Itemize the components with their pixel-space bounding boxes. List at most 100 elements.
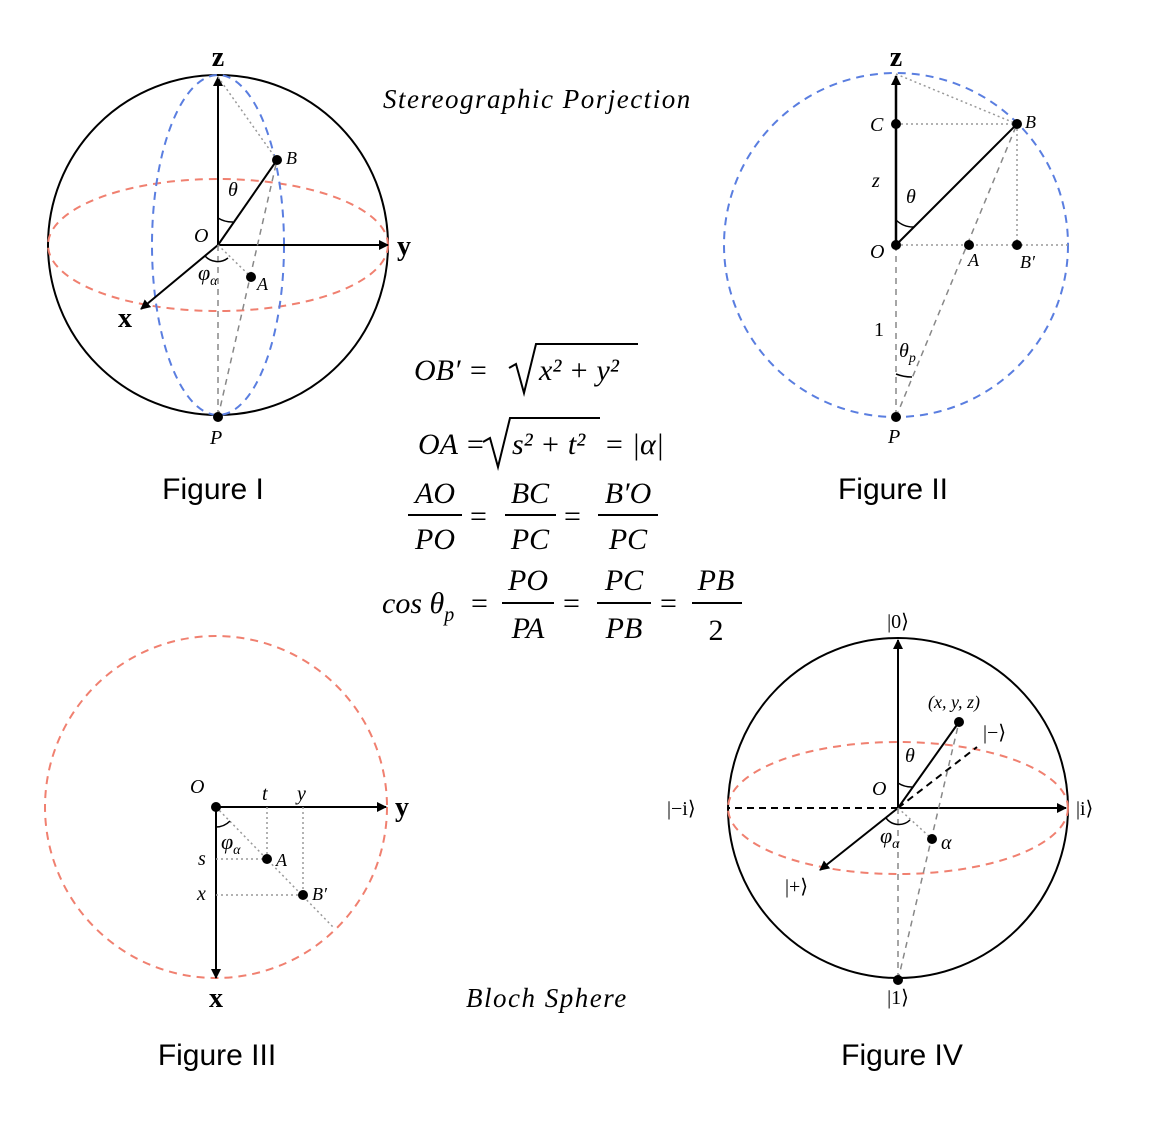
eq4-den-2: PB bbox=[605, 612, 643, 645]
fig4-projection-line bbox=[897, 721, 960, 981]
fig2-ob-line bbox=[895, 123, 1018, 246]
eq2-radical-sign bbox=[482, 417, 600, 471]
fig4-state-vector bbox=[897, 721, 960, 809]
eq1-radicand: x² + y² bbox=[538, 354, 620, 387]
fig2-theta-arc bbox=[895, 219, 915, 228]
fig3-o-label: O bbox=[190, 776, 204, 798]
fig2-point-b-prime bbox=[1012, 240, 1022, 250]
figure-1-caption: Figure I bbox=[162, 473, 264, 506]
eq4-eq-0: = bbox=[471, 587, 488, 620]
eq4-eq-1: = bbox=[563, 587, 580, 620]
fig4-ket1-label: |1⟩ bbox=[887, 987, 909, 1009]
equation-ratios: AO PO = BC PC = B′O PC bbox=[408, 477, 658, 556]
fig3-phi-arc bbox=[215, 820, 231, 828]
fig1-p-label: P bbox=[209, 427, 222, 449]
figure-3-caption: Figure III bbox=[158, 1039, 276, 1072]
fig4-theta-arc bbox=[897, 782, 913, 788]
fig1-point-p bbox=[213, 412, 223, 422]
eq3-num-1: AO bbox=[413, 477, 455, 510]
fig3-x-axis-label: x bbox=[209, 983, 223, 1014]
eq3-den-2: PC bbox=[510, 523, 550, 556]
eq1-radical-sign bbox=[508, 343, 638, 397]
fig4-point-south bbox=[893, 975, 903, 985]
fig3-b-prime-label: B′ bbox=[312, 884, 328, 904]
fig2-c-label: C bbox=[870, 114, 884, 136]
fig3-y-axis-label: y bbox=[395, 792, 409, 823]
fig4-theta-label: θ bbox=[905, 745, 915, 767]
fig2-point-b bbox=[1012, 119, 1022, 129]
fig1-pb-line bbox=[217, 159, 278, 418]
fig3-point-o bbox=[211, 802, 221, 812]
eq2-lhs: OA = bbox=[418, 428, 485, 461]
bloch-sphere-title: Bloch Sphere bbox=[466, 983, 628, 1013]
fig1-theta-label: θ bbox=[228, 179, 238, 201]
fig2-theta-label: θ bbox=[906, 186, 916, 208]
fig4-plus-axis bbox=[819, 807, 899, 871]
fig4-xyz-label: (x, y, z) bbox=[928, 692, 980, 713]
fig2-b-prime-label: B′ bbox=[1020, 252, 1036, 272]
figure-2-caption: Figure II bbox=[838, 473, 948, 506]
eq2-rhs: = |α| bbox=[604, 428, 664, 461]
fig1-ob-line bbox=[217, 159, 278, 246]
fig3-s-label: s bbox=[198, 848, 206, 870]
eq2-radicand: s² + t² bbox=[512, 428, 586, 461]
fig2-z-length-label: z bbox=[871, 170, 880, 192]
fig3-t-label: t bbox=[262, 783, 268, 805]
fig3-point-a bbox=[262, 854, 272, 864]
fig1-z-label: z bbox=[212, 42, 224, 73]
eq4-num-2: PC bbox=[604, 564, 644, 597]
fig2-point-o bbox=[891, 240, 901, 250]
equations-block: OB′ = x² + y² OA = s² + t² = |α| AO PO =… bbox=[382, 343, 742, 647]
fig1-theta-arc bbox=[217, 217, 234, 223]
fig3-x-tick-label: x bbox=[196, 883, 206, 905]
fig2-top-b-guide bbox=[895, 73, 1018, 125]
eq3-num-2: BC bbox=[511, 477, 550, 510]
fig3-point-b-prime bbox=[298, 890, 308, 900]
fig2-p-label: P bbox=[887, 426, 900, 448]
eq3-den-3: PC bbox=[608, 523, 648, 556]
fig4-point-alpha bbox=[927, 834, 937, 844]
fig4-phi-label: φα bbox=[880, 823, 900, 852]
fig2-z-axis-label: z bbox=[890, 42, 902, 73]
eq4-num-1: PO bbox=[507, 564, 548, 597]
fig1-point-b bbox=[272, 155, 282, 165]
fig2-one-label: 1 bbox=[874, 319, 884, 341]
fig4-o-label: O bbox=[872, 778, 886, 800]
fig4-ket-minus-i-label: |−i⟩ bbox=[667, 798, 696, 820]
fig2-point-p bbox=[891, 412, 901, 422]
eq3-eq-1: = bbox=[470, 500, 487, 533]
eq4-eq-2: = bbox=[660, 587, 677, 620]
eq4-lhs: cos θp bbox=[382, 587, 454, 626]
eq1-lhs: OB′ = bbox=[414, 354, 488, 387]
fig1-a-label: A bbox=[256, 274, 269, 294]
fig3-y-tick-label: y bbox=[295, 783, 306, 805]
fig1-b-label: B bbox=[286, 148, 297, 168]
eq4-num-3: PB bbox=[697, 564, 735, 597]
eq4-den-1: PA bbox=[511, 612, 545, 645]
fig2-o-label: O bbox=[870, 241, 884, 263]
fig4-ket-plus-label: |+⟩ bbox=[785, 876, 808, 898]
figure-4-caption: Figure IV bbox=[841, 1039, 963, 1072]
fig2-pb-line bbox=[895, 123, 1018, 418]
eq4-den-3: 2 bbox=[709, 614, 724, 647]
figure-4: |0⟩ (x, y, z) |−⟩ θ O |−i⟩ |i⟩ φα α |+⟩ … bbox=[667, 611, 1093, 1009]
fig2-theta-p-arc bbox=[895, 373, 913, 378]
fig2-point-c bbox=[891, 119, 901, 129]
figure-1: z y x O B A P θ φα bbox=[47, 42, 411, 449]
fig1-top-to-b-guide bbox=[217, 76, 278, 161]
fig4-alpha-label: α bbox=[941, 832, 952, 854]
equation-cos-theta-p: cos θp = PO PA = PC PB = PB 2 bbox=[382, 564, 742, 647]
fig2-b-label: B bbox=[1025, 112, 1036, 132]
eq3-den-1: PO bbox=[414, 523, 455, 556]
fig2-point-a bbox=[964, 240, 974, 250]
fig4-point-state bbox=[954, 717, 964, 727]
fig1-phi-label: φα bbox=[198, 260, 218, 289]
fig3-diagonal-guide bbox=[215, 806, 334, 928]
fig4-minus-axis bbox=[897, 746, 978, 809]
fig1-point-a bbox=[246, 272, 256, 282]
fig3-a-label: A bbox=[275, 850, 288, 870]
fig1-o-label: O bbox=[194, 225, 208, 247]
eq3-num-3: B′O bbox=[605, 477, 652, 510]
